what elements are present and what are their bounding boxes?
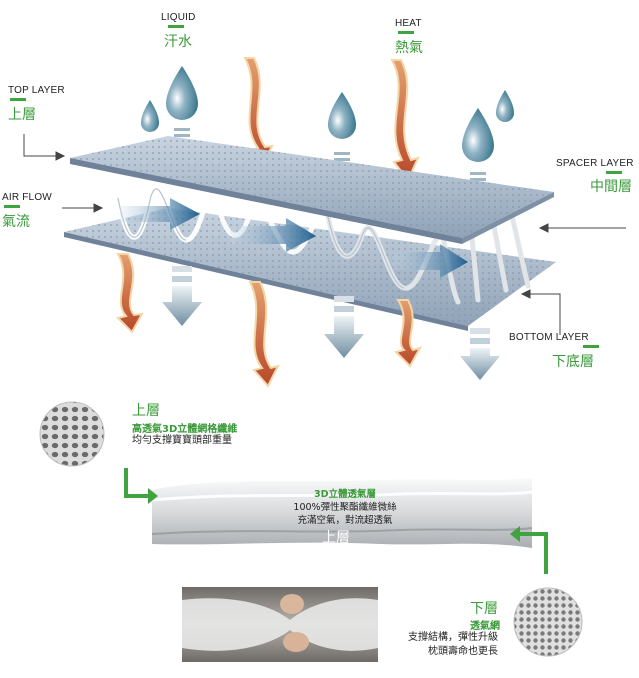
- bottom-mesh-circle: [513, 587, 583, 657]
- fabric-label: 上層: [322, 530, 350, 546]
- spacer-layer-label-en: SPACER LAYER: [556, 158, 634, 169]
- fabric-line2: 充滿空氣，對流超透氣: [297, 515, 393, 526]
- top-layer-label-en: TOP LAYER: [8, 85, 65, 96]
- top-layer-label-zh: 上層: [8, 107, 36, 123]
- bottom-detail-subtitle: 透氣網: [470, 621, 500, 632]
- water-drop-large-2: [328, 92, 356, 139]
- air-flow-arrow-3: [392, 244, 468, 278]
- top-detail-body: 均勻支撐寶寶頭部重量: [132, 435, 232, 446]
- liquid-label-en: LIQUID: [161, 12, 196, 23]
- bottom-detail-line2: 枕頭壽命也更長: [428, 646, 498, 657]
- air-flow-green-bar: [4, 205, 20, 208]
- heat-arrow-2: [390, 59, 420, 182]
- fabric-line1: 100%彈性聚酯纖維微絲: [293, 502, 397, 513]
- water-drop-small-1: [141, 100, 159, 132]
- top-mesh-circle: [39, 401, 105, 467]
- air-flow-label-en: AIR FLOW: [2, 192, 52, 203]
- spacer-layer-label-zh: 中間層: [590, 179, 632, 195]
- water-drop-large-1: [166, 66, 198, 120]
- top-layer-green-bar: [10, 98, 26, 101]
- heat-green-bar: [398, 31, 414, 34]
- bottom-layer-label-zh: 下底層: [552, 354, 594, 370]
- heat-label-en: HEAT: [395, 18, 422, 29]
- bottom-detail-title: 下層: [470, 601, 498, 617]
- air-flow-arrow-1: [120, 198, 200, 230]
- bottom-detail-line1: 支撐結構，彈性升級: [408, 632, 498, 643]
- water-drop-small-2: [496, 90, 514, 122]
- top-detail-subtitle: 高透氣3D立體網格纖維: [132, 424, 238, 435]
- bottom-layer-label-en: BOTTOM LAYER: [509, 332, 589, 343]
- down-arrow-1: [162, 266, 202, 326]
- top-detail-title: 上層: [132, 403, 160, 419]
- fabric-cross-section: [151, 478, 533, 548]
- heat-arrow-5: [394, 299, 423, 368]
- heat-arrow-4: [248, 281, 280, 388]
- green-pointer-top: [124, 468, 158, 504]
- liquid-label-zh: 汗水: [164, 34, 192, 50]
- fabric-title: 3D立體透氣層: [314, 489, 376, 500]
- down-arrow-2: [324, 296, 364, 358]
- fabric-text-block: 3D立體透氣層 100%彈性聚酯纖維微絲 充滿空氣，對流超透氣: [260, 488, 430, 527]
- green-pointer-bottom: [510, 526, 548, 574]
- water-drop-large-3: [462, 108, 494, 162]
- liquid-green-bar: [168, 25, 184, 28]
- heat-label-zh: 熱氣: [395, 40, 423, 56]
- air-flow-arrow-2: [230, 218, 316, 252]
- down-arrow-3: [460, 328, 500, 380]
- air-flow-label-zh: 氣流: [2, 214, 30, 230]
- bottom-layer-green-bar: [583, 345, 599, 348]
- heat-arrow-3: [116, 253, 144, 334]
- stretch-photo: [182, 587, 378, 662]
- spacer-layer-green-bar: [606, 171, 622, 174]
- top-plate: [70, 136, 554, 244]
